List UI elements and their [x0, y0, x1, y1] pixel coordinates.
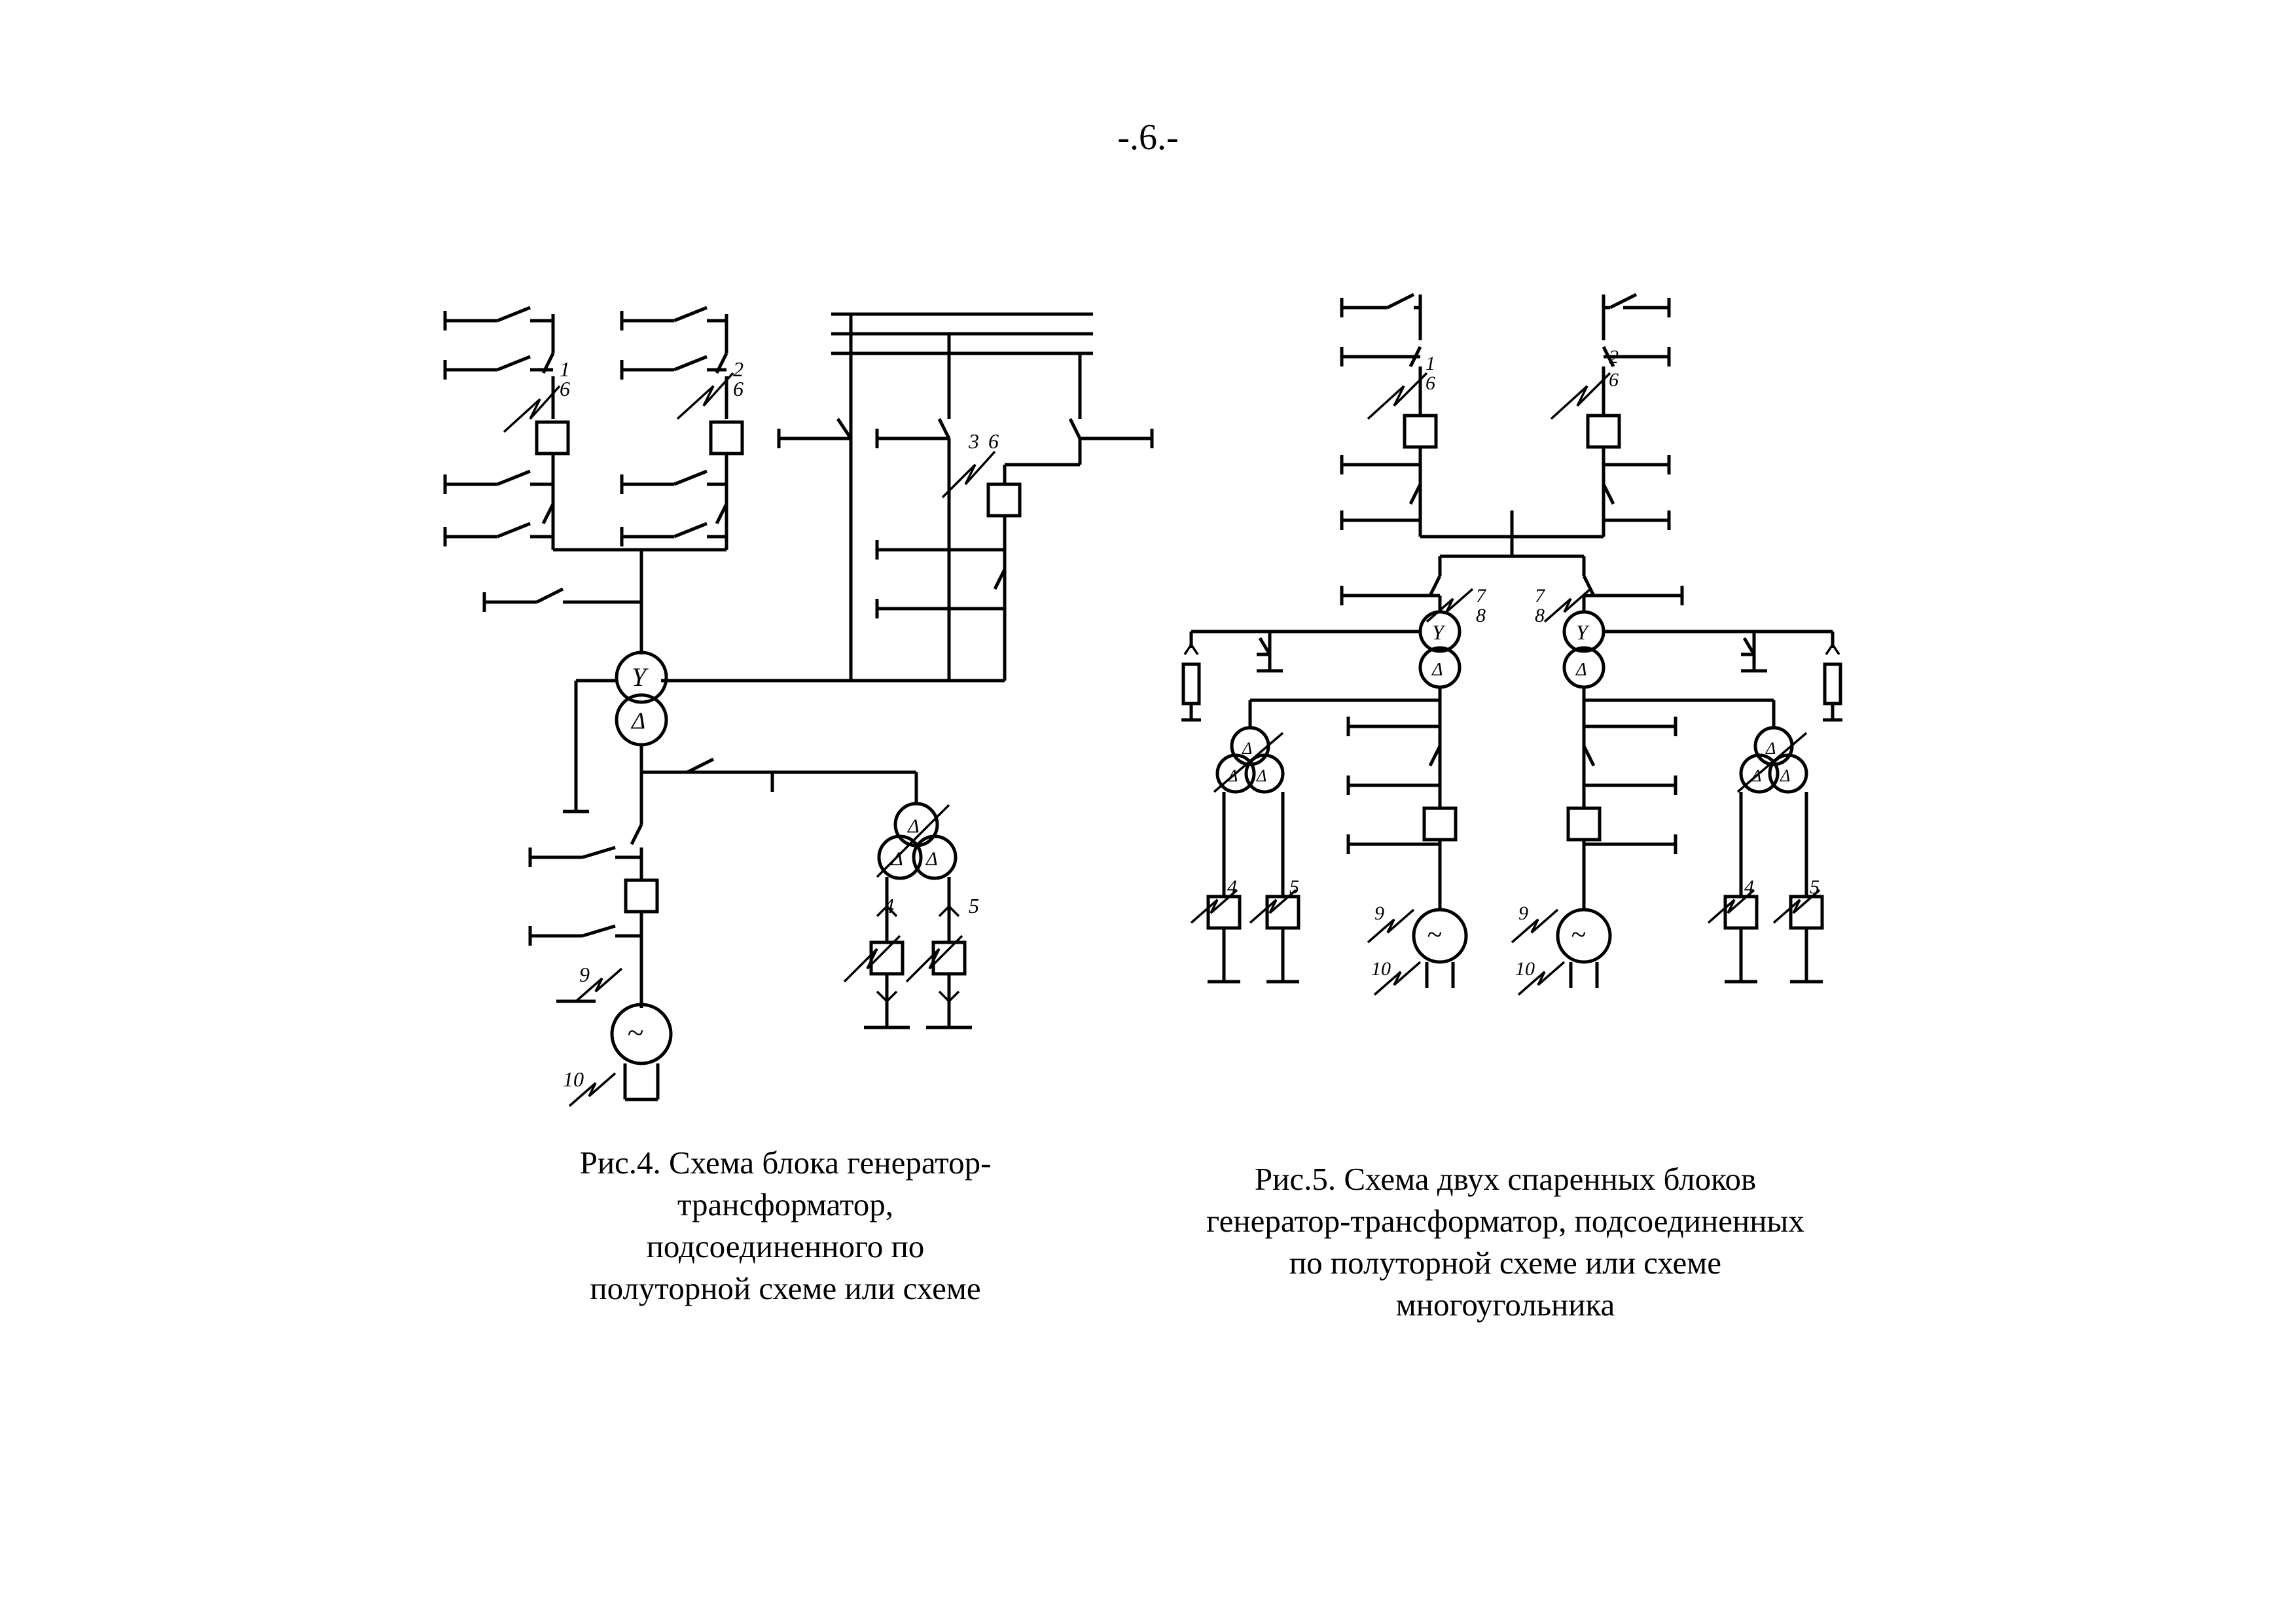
right-unit: Y Δ Δ Δ Δ [1511, 556, 1842, 996]
svg-text:Δ: Δ [1575, 660, 1587, 680]
caption-line: Рис.4. Схема блока генератор- [579, 1145, 992, 1181]
label-10b: 10 [1515, 958, 1535, 980]
svg-text:~: ~ [1571, 920, 1586, 950]
figure-4-diagram: Y Δ ~ Δ Δ Δ [443, 306, 1154, 1107]
caption-line: по полуторной схеме или схеме [1289, 1245, 1722, 1281]
svg-text:Δ: Δ [1780, 766, 1790, 785]
label-6b: 6 [1609, 369, 1619, 391]
svg-text:Δ: Δ [1431, 660, 1443, 680]
label-3: 3 [968, 429, 979, 453]
svg-text:Δ: Δ [1765, 739, 1776, 758]
figure-4-caption: Рис.4. Схема блока генератор- трансформа… [458, 1142, 1113, 1310]
label-10a: 10 [1371, 958, 1391, 980]
bay-1 [443, 306, 570, 550]
label-1: 1 [560, 357, 570, 381]
svg-text:Δ: Δ [907, 815, 920, 837]
label-5b: 5 [1810, 876, 1820, 898]
label-4b: 4 [1744, 876, 1754, 898]
svg-text:Δ: Δ [1256, 766, 1266, 785]
page-number: -.6.- [1117, 117, 1179, 158]
right-bay [1550, 293, 1671, 537]
caption-line: подсоединенного по [646, 1228, 925, 1264]
svg-text:Y: Y [632, 662, 649, 692]
bay-2 [620, 306, 744, 550]
label-6b: 6 [733, 377, 744, 401]
busbars [831, 312, 1093, 355]
label-6a: 6 [1426, 372, 1435, 394]
caption-line: Рис.5. Схема двух спаренных блоков [1254, 1161, 1757, 1197]
label-10: 10 [563, 1067, 584, 1091]
caption-line: полуторной схеме или схеме [590, 1270, 981, 1306]
label-2: 2 [1609, 346, 1619, 368]
label-6c: 6 [988, 429, 999, 453]
svg-text:Y: Y [1576, 620, 1590, 644]
label-7b: 7 [1535, 585, 1546, 607]
left-unit: Y Δ Δ Δ Δ [1181, 556, 1474, 996]
label-9: 9 [579, 963, 590, 986]
label-9b: 9 [1518, 902, 1528, 924]
label-1: 1 [1426, 353, 1435, 374]
label-4: 4 [884, 894, 894, 918]
label-6a: 6 [560, 377, 570, 401]
bus-connections [661, 314, 1154, 683]
svg-text:Δ: Δ [1242, 739, 1252, 758]
caption-line: генератор-трансформатор, подсоединенных [1206, 1203, 1804, 1239]
label-7a: 7 [1476, 585, 1487, 607]
svg-text:Δ: Δ [925, 848, 938, 870]
left-bay [1340, 293, 1438, 537]
svg-text:Δ: Δ [630, 707, 645, 734]
caption-line: трансформатор, [677, 1186, 893, 1222]
label-9a: 9 [1374, 902, 1384, 924]
figure-5-caption: Рис.5. Схема двух спаренных блоков генер… [1113, 1158, 1898, 1326]
label-2: 2 [733, 357, 744, 381]
figure-5-diagram: Y Δ Δ Δ Δ [1181, 293, 1842, 996]
svg-text:~: ~ [1427, 920, 1442, 950]
label-8a: 8 [1476, 605, 1486, 626]
label-8b: 8 [1535, 605, 1545, 626]
label-4a: 4 [1227, 876, 1237, 898]
main-transformer: Y Δ [563, 651, 918, 825]
label-5a: 5 [1289, 876, 1299, 898]
svg-text:~: ~ [627, 1016, 643, 1049]
generator-branch: ~ [528, 823, 673, 1107]
caption-line: многоугольника [1395, 1287, 1615, 1323]
aux-transformer: Δ Δ Δ [843, 802, 972, 1029]
svg-text:Y: Y [1432, 620, 1446, 644]
label-5: 5 [969, 894, 979, 918]
